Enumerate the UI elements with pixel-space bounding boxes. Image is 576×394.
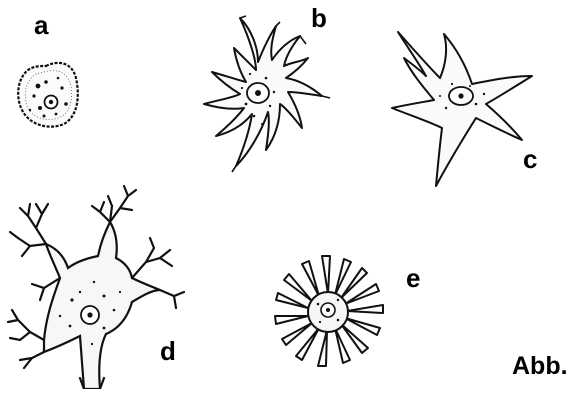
cell-e [275,256,383,366]
label-b: b [311,5,327,31]
label-a: a [34,12,48,38]
label-d: d [160,338,176,364]
label-e: e [406,265,420,291]
cell-d [8,186,184,389]
cell-b [204,16,330,172]
label-c: c [523,146,537,172]
cell-c [392,32,532,186]
figure-caption: Abb. [512,352,568,381]
cell-a [18,63,78,127]
